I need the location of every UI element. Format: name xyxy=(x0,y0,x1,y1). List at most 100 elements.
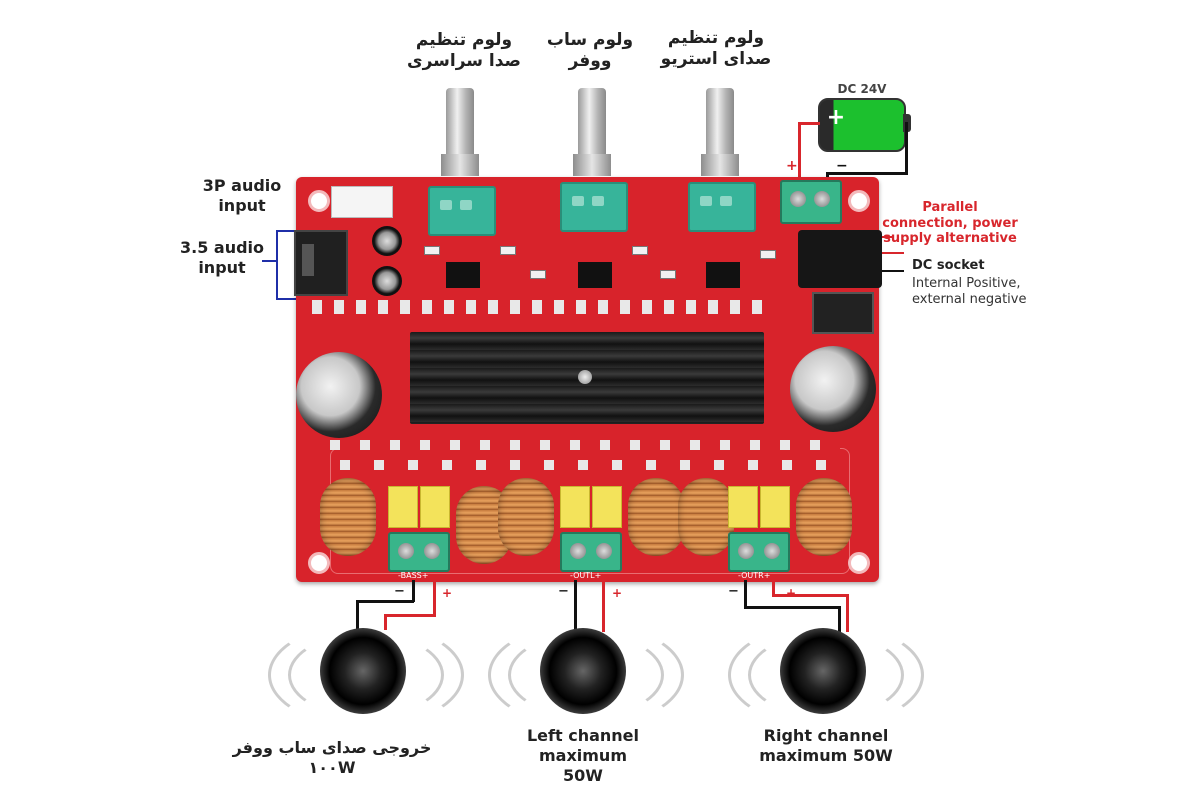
parallel-pointer-red xyxy=(880,236,894,238)
power-terminal xyxy=(780,180,842,224)
right-plus: + xyxy=(786,586,797,600)
battery-wire-red-v xyxy=(798,122,801,182)
sub-wire-red-v2 xyxy=(433,580,436,616)
smd-strip-3 xyxy=(340,460,840,470)
subwoofer-speaker-icon xyxy=(320,628,406,714)
sub-wire-black-v2 xyxy=(412,580,415,602)
pot-hole xyxy=(440,200,452,210)
op-amp-chip xyxy=(446,262,480,288)
battery-plus-mark: + xyxy=(786,158,798,174)
outl-terminal-label: -OUTL+ xyxy=(570,571,602,580)
aux-35-bracket xyxy=(276,230,300,300)
right-wire-red-v2 xyxy=(846,594,849,632)
sound-wave-icon xyxy=(488,622,684,728)
battery-wire-red xyxy=(798,122,820,125)
left-minus: − xyxy=(558,584,569,599)
mount-hole-tl xyxy=(308,190,330,212)
dc-socket-plus-pointer xyxy=(882,252,904,254)
right-speaker-icon xyxy=(780,628,866,714)
smd-part xyxy=(660,270,676,279)
right-wire-red-v xyxy=(772,580,775,596)
right-minus: − xyxy=(728,584,739,599)
smd-part xyxy=(424,246,440,255)
small-cap xyxy=(372,226,402,256)
dc-socket-desc: Internal Positive, external negative xyxy=(912,276,1027,308)
mount-hole-br xyxy=(848,552,870,574)
smd-part xyxy=(632,246,648,255)
master-pot xyxy=(428,186,496,236)
battery-icon xyxy=(818,98,906,152)
smd-part xyxy=(530,270,546,279)
outr-terminal xyxy=(728,532,790,572)
sub-pot xyxy=(560,182,628,232)
sub-volume-label: ولوم ساب ووفر xyxy=(546,30,634,72)
film-cap xyxy=(728,486,758,528)
battery-wire-black-h xyxy=(826,172,908,175)
op-amp-chip xyxy=(578,262,612,288)
capacitor-left xyxy=(296,352,382,438)
mount-hole-tr xyxy=(848,190,870,212)
sub-wire-black-v xyxy=(356,600,359,630)
bass-terminal xyxy=(388,532,450,572)
right-wire-red xyxy=(772,594,848,597)
master-knob-icon xyxy=(446,88,474,156)
sub-minus: − xyxy=(394,584,405,599)
right-wire-black xyxy=(744,606,840,609)
master-volume-label: ولوم تنظیم صدا سراسری xyxy=(407,30,521,72)
inductor-coil xyxy=(320,478,376,556)
diode xyxy=(812,292,874,334)
sub-wire-red-v xyxy=(384,614,387,630)
film-cap xyxy=(560,486,590,528)
parallel-note: Parallel connection, power supply altern… xyxy=(882,200,1018,247)
stereo-knob-icon xyxy=(706,88,734,156)
mount-hole-bl xyxy=(308,552,330,574)
dc-socket-title: DC socket xyxy=(912,258,985,273)
right-wire-black-v xyxy=(744,580,747,608)
sub-wire-red xyxy=(384,614,436,617)
inductor-coil xyxy=(678,478,734,556)
smd-part xyxy=(760,250,776,259)
sub-knob-neck xyxy=(573,154,611,176)
pot-hole xyxy=(572,196,584,206)
aux-35-label: 3.5 audio input xyxy=(179,238,265,277)
sound-wave-icon xyxy=(728,622,924,728)
op-amp-chip xyxy=(706,262,740,288)
film-cap xyxy=(760,486,790,528)
right-wire-black-v2 xyxy=(838,606,841,632)
aux-35-pointer xyxy=(262,260,278,262)
left-channel-label: Left channel maximum 50W xyxy=(526,726,639,785)
sound-wave-icon xyxy=(508,632,664,718)
bass-terminal-label: -BASS+ xyxy=(398,571,429,580)
outl-terminal xyxy=(560,532,622,572)
capacitor-right xyxy=(790,346,876,432)
stereo-knob-neck xyxy=(701,154,739,176)
power-terminal-screw xyxy=(790,191,806,207)
power-terminal-screw xyxy=(814,191,830,207)
pot-hole xyxy=(592,196,604,206)
heatsink-screw xyxy=(578,370,592,384)
smd-strip-2 xyxy=(330,440,840,450)
pot-hole xyxy=(460,200,472,210)
dc-battery-label: DC 24V xyxy=(837,82,887,96)
smd-strip xyxy=(312,300,772,314)
jack-slot xyxy=(302,244,314,276)
pot-hole xyxy=(720,196,732,206)
small-cap xyxy=(372,266,402,296)
film-cap xyxy=(388,486,418,528)
battery-wire-black xyxy=(905,122,908,174)
battery-minus-mark: − xyxy=(836,158,848,174)
master-knob-neck xyxy=(441,154,479,176)
left-wire-black xyxy=(574,580,577,632)
sound-wave-icon xyxy=(748,632,904,718)
sound-wave-icon xyxy=(268,622,464,728)
sub-output-label: خروجی صدای ساب ووفر ۱۰۰W xyxy=(232,738,432,777)
left-plus: + xyxy=(612,586,623,600)
dc-socket xyxy=(798,230,882,288)
right-channel-label: Right channel maximum 50W xyxy=(759,726,893,765)
pot-hole xyxy=(700,196,712,206)
aux-3p-label: 3P audio input xyxy=(202,176,282,215)
film-cap xyxy=(420,486,450,528)
battery-plus-icon: + xyxy=(826,105,846,130)
smd-part xyxy=(500,246,516,255)
inductor-coil xyxy=(628,478,684,556)
